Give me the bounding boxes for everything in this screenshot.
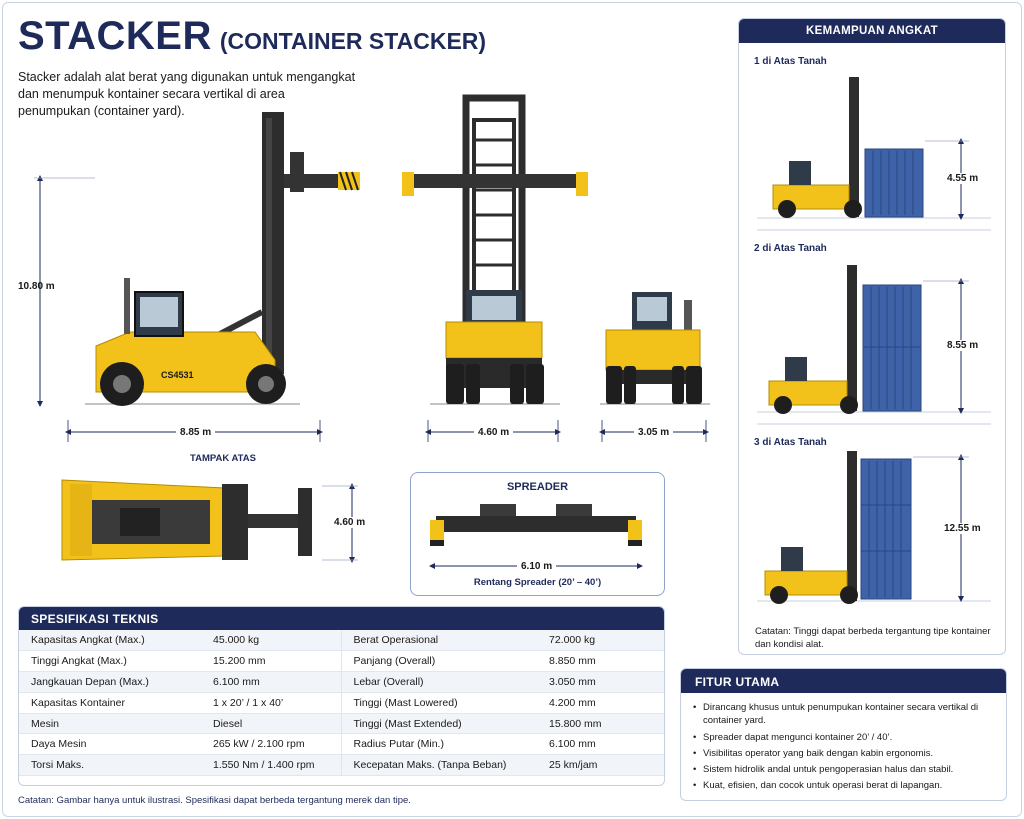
spec-label: Berat Operasional [340,630,537,652]
spec-label: Radius Putar (Min.) [340,733,537,756]
spec-value: 3.050 mm [537,671,664,693]
spec-value: 15.200 mm [201,650,341,673]
spec-value: 25 km/jam [537,754,664,777]
top-view-label: TAMPAK ATAS [190,453,256,464]
spec-value: 6.100 mm [201,671,341,693]
spec-value: 265 kW / 2.100 rpm [201,733,341,756]
capacity-title: KEMAMPUAN ANGKAT [739,19,1005,43]
spreader-title: SPREADER [506,481,569,493]
spreader-width: 6.10 m [517,561,557,572]
spec-label: Tinggi (Mast Extended) [340,713,537,735]
features-panel: FITUR UTAMA Dirancang khusus untuk penum… [680,668,1007,801]
spec-panel: SPESIFIKASI TEKNIS Kapasitas Angkat (Max… [18,606,665,786]
level-1-height: 4.55 m [945,173,981,184]
spreader-caption: Rentang Spreader (20’ – 40’) [473,577,602,588]
spec-value: 6.100 mm [537,733,664,756]
title-main: STACKER [18,14,212,58]
lift-illustrations [757,77,991,604]
spec-label: Panjang (Overall) [340,650,537,673]
feature-item: Visibilitas operator yang baik dengan ka… [693,746,996,762]
feature-item: Kuat, efisien, dan cocok untuk operasi b… [693,778,996,794]
spec-label: Lebar (Overall) [340,671,537,693]
spec-label: Tinggi (Mast Lowered) [340,692,537,714]
dim-rear-width: 3.05 m [634,427,674,438]
capacity-note: Catatan: Tinggi dapat berbeda tergantung… [755,626,991,650]
spec-label: Kapasitas Kontainer [19,692,201,714]
level-1-label: 1 di Atas Tanah [754,56,827,67]
spec-value: 15.800 mm [537,713,664,735]
spreader-panel: SPREADER 6.10 m Rentang Spreader (20’ – … [410,472,665,596]
spec-label: Torsi Maks. [19,754,201,777]
title-sub: (CONTAINER STACKER) [219,28,487,54]
dim-top-width: 4.60 m [332,517,368,528]
model-code: CS4531 [161,370,194,380]
level-3-height: 12.55 m [942,523,983,534]
feature-item: Spreader dapat mengunci kontainer 20’ / … [693,730,996,746]
page-title: STACKER (CONTAINER STACKER) [18,14,486,59]
level-2-label: 2 di Atas Tanah [754,243,827,254]
features-title: FITUR UTAMA [681,669,1006,693]
intro-text: Stacker adalah alat berat yang digunakan… [18,70,356,118]
spec-title: SPESIFIKASI TEKNIS [19,607,664,630]
spec-label: Daya Mesin [19,733,201,756]
footnote: Catatan: Gambar hanya untuk ilustrasi. S… [18,795,411,806]
dim-front-width: 4.60 m [474,427,514,438]
spec-value: 1 x 20’ / 1 x 40’ [201,692,341,714]
spec-value: 45.000 kg [201,630,341,652]
feature-item: Dirancang khusus untuk penumpukan kontai… [693,701,996,727]
spec-value: 1.550 Nm / 1.400 rpm [201,754,341,777]
dim-length: 8.85 m [176,427,216,438]
spec-value: Diesel [201,713,341,735]
dim-height: 10.80 m [18,281,55,292]
level-2-height: 8.55 m [945,340,981,351]
feature-item: Sistem hidrolik andal untuk pengoperasia… [693,762,996,778]
level-3-label: 3 di Atas Tanah [754,437,827,448]
spec-label: Kecepatan Maks. (Tanpa Beban) [340,754,537,777]
spec-label: Tinggi Angkat (Max.) [19,650,201,673]
spec-value: 4.200 mm [537,692,664,714]
spec-value: 8.850 mm [537,650,664,673]
spec-label: Kapasitas Angkat (Max.) [19,630,201,652]
spec-label: Mesin [19,713,201,735]
spec-value: 72.000 kg [537,630,664,652]
spec-label: Jangkauan Depan (Max.) [19,671,201,693]
features-list: Dirancang khusus untuk penumpukan kontai… [681,693,1006,794]
lift-capacity-panel: KEMAMPUAN ANGKAT 1 di Atas Tanah 2 di At… [738,18,1006,655]
